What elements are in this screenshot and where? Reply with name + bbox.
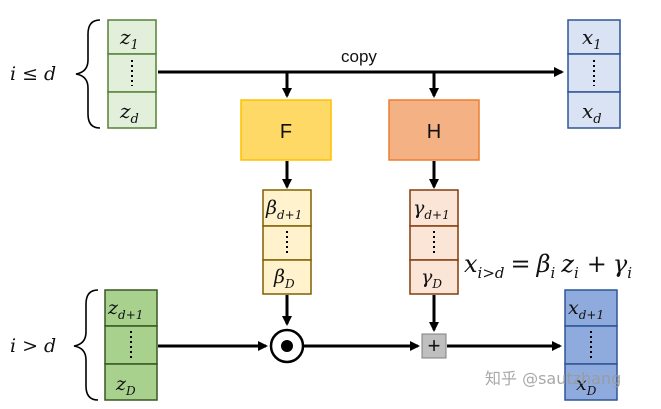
gamma-block: γd+1 γD [409,189,459,295]
z-bottom-last: zD [115,373,136,398]
function-F: F [240,99,332,161]
beta-block: βd+1 βD [262,189,312,295]
x-top-first: x1 [582,25,602,53]
function-H: H [388,99,480,161]
beta-last: βD [273,266,295,291]
function-F-label: F [280,121,292,143]
x-top-block: x1 xd [567,19,621,129]
watermark: 知乎 @sautzhang [485,369,621,388]
x-bottom-block: xd+1 xD [564,289,618,401]
copy-label: copy [341,47,377,66]
function-H-label: H [427,121,441,143]
add-operator: + [421,333,447,359]
gamma-first: γd+1 [413,197,450,222]
multiply-operator [269,328,305,364]
condition-bottom: i>d [10,335,56,357]
x-top-last: xd [582,99,602,127]
x-bottom-last: xD [576,373,597,398]
z-top-block: z1 zd [107,19,157,129]
z-top-last: zd [119,99,139,127]
beta-first: βd+1 [265,197,302,222]
brace-bottom [73,289,99,401]
z-bottom-first: zd+1 [107,297,143,322]
x-bottom-first: xd+1 [568,297,604,322]
z-top-first: z1 [119,25,139,53]
add-symbol: + [428,333,441,358]
z-bottom-block: zd+1 zD [104,289,158,401]
condition-top: i≤d [10,63,56,85]
gamma-last: γD [421,266,442,291]
brace-top [75,19,101,129]
